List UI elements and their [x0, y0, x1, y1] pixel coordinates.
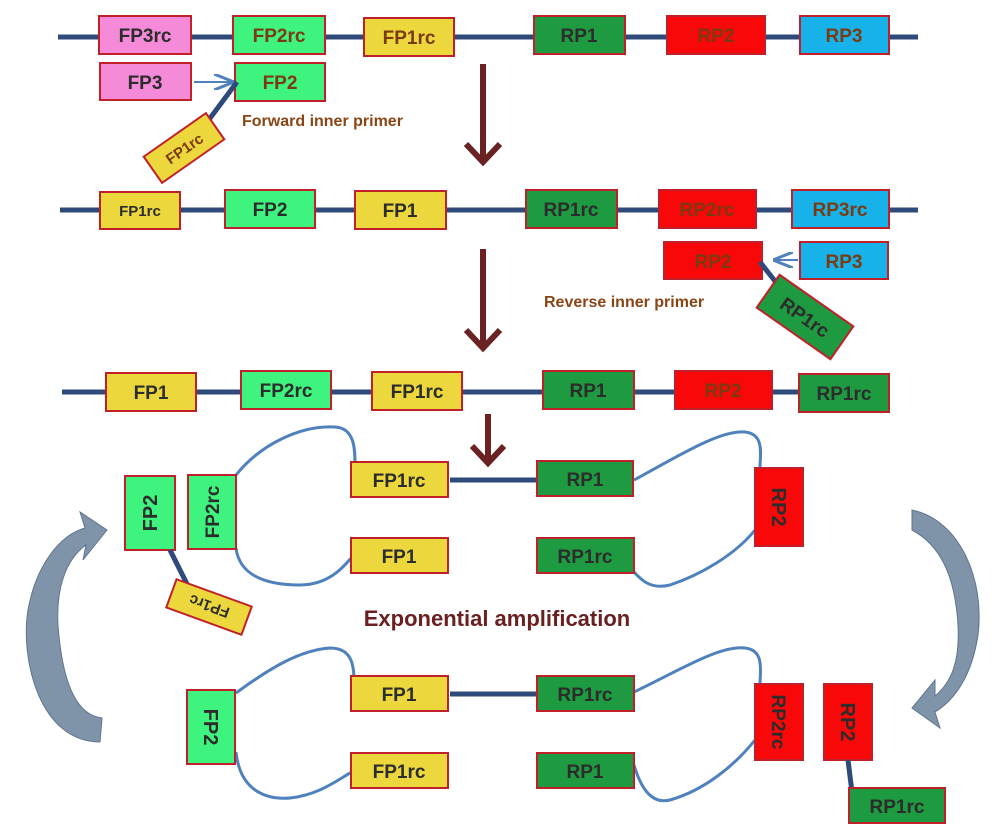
- row1-fp3rc-box: FP3rc: [98, 15, 192, 55]
- row1-fp2rc-box: FP2rc: [232, 15, 326, 55]
- row2-fp1-box: FP1: [354, 190, 447, 230]
- fip-caption: Forward inner primer: [242, 113, 403, 130]
- dumbbell1-fp1rc-box: FP1rc: [350, 461, 449, 498]
- down-arrow-3: [469, 414, 507, 468]
- row2-rp1rc-label: RP1rc: [544, 200, 599, 221]
- row3-rp2-label: RP2: [705, 381, 742, 402]
- row2-rp1rc-box: RP1rc: [525, 189, 618, 229]
- row3-fp1rc-label: FP1rc: [391, 382, 444, 403]
- row1-fp3rc-label: FP3rc: [119, 26, 172, 47]
- dumbbell2-fp1-label: FP1: [382, 685, 417, 706]
- row2-fp1rc-label: FP1rc: [119, 203, 161, 220]
- dumbbell1-fp2-box: FP2: [124, 475, 176, 551]
- fip-fp2-box: FP2: [234, 62, 326, 102]
- dumbbell2-rp2rc-box: RP2rc: [754, 683, 804, 761]
- dumbbell2-rp1rc-label: RP1rc: [558, 685, 613, 706]
- row2-fp2-box: FP2: [224, 189, 316, 229]
- dumbbell1-rp1-label: RP1: [567, 470, 604, 491]
- fip-fp3-label: FP3: [128, 73, 163, 94]
- rip-rp3-label: RP3: [826, 252, 863, 273]
- row3-fp1-box: FP1: [105, 372, 197, 412]
- dumbbell2-fp2-box: FP2: [186, 689, 236, 765]
- row1-rp2-label: RP2: [698, 26, 735, 47]
- row1-fp1rc-box: FP1rc: [363, 17, 455, 57]
- dumbbell1-fp2-label: FP2: [140, 495, 162, 532]
- dumbbell2-rp2-box: RP2: [823, 683, 873, 761]
- rip-caption: Reverse inner primer: [544, 294, 704, 311]
- row2-fp2-label: FP2: [253, 200, 288, 221]
- row3-rp1-box: RP1: [542, 370, 635, 410]
- amplification-caption: Exponential amplification: [364, 606, 630, 631]
- row3-rp1rc-box: RP1rc: [798, 373, 890, 413]
- row1-fp2rc-label: FP2rc: [253, 26, 306, 47]
- cycle-arrow-right: [911, 509, 980, 730]
- row3-fp2rc-box: FP2rc: [240, 370, 332, 410]
- rip-rp3-box: RP3: [799, 241, 889, 280]
- dumbbell2-fp1-box: FP1: [350, 675, 449, 712]
- dumbbell2-rp1-label: RP1: [567, 762, 604, 783]
- row1-rp3-label: RP3: [826, 26, 863, 47]
- fip-fp1rc-box: FP1rc: [142, 111, 226, 185]
- row3-fp2rc-label: FP2rc: [260, 381, 313, 402]
- row1-rp3-box: RP3: [799, 15, 890, 55]
- row2-fp1-label: FP1: [383, 201, 418, 222]
- cycle-arrow-left: [25, 510, 108, 743]
- rip-rp2-box: RP2: [663, 241, 763, 280]
- dumbbell1-fp1rc-label: FP1rc: [373, 471, 426, 492]
- dumbbell2-rp2-label: RP2: [836, 703, 858, 742]
- row3-fp1rc-box: FP1rc: [371, 371, 463, 411]
- dumbbell2-fp2-label: FP2: [199, 709, 221, 746]
- dumbbell1-fp2rc-box: FP2rc: [187, 474, 237, 550]
- dumbbell2-rp1rc-tail-box: RP1rc: [848, 787, 946, 824]
- row2-rp2rc-label: RP2rc: [680, 200, 735, 221]
- dumbbell1-rp1rc-label: RP1rc: [558, 547, 613, 568]
- dumbbell2-rp1rc-tail-label: RP1rc: [870, 797, 925, 818]
- row2-rp3rc-box: RP3rc: [791, 189, 890, 229]
- rip-rp2-label: RP2: [695, 252, 732, 273]
- row2-fp1rc-box: FP1rc: [99, 191, 181, 230]
- dumbbell1-rp2-box: RP2: [754, 467, 804, 547]
- down-arrow-2: [463, 249, 503, 353]
- dumbbell2-rp1-box: RP1: [536, 752, 635, 789]
- fip-fp2-label: FP2: [263, 73, 298, 94]
- dumbbell1-fp1rc-tail-box: FP1rc: [165, 577, 253, 637]
- dumbbell2-rp1rc-box: RP1rc: [536, 675, 635, 712]
- dumbbell2-fp1rc-label: FP1rc: [373, 762, 426, 783]
- dumbbell1-fp1-box: FP1: [350, 537, 449, 574]
- dumbbell1-fp2rc-label: FP2rc: [203, 485, 224, 538]
- row1-rp1-box: RP1: [533, 15, 626, 55]
- row2-rp3rc-label: RP3rc: [813, 200, 868, 221]
- row1-rp1-label: RP1: [561, 26, 598, 47]
- dumbbell2-tail-linker: [845, 759, 855, 793]
- row2-rp2rc-box: RP2rc: [658, 189, 757, 229]
- row3-rp2-box: RP2: [674, 370, 773, 410]
- down-arrow-1: [463, 64, 503, 167]
- row3-rp1-label: RP1: [570, 381, 607, 402]
- dumbbell1-rp1rc-box: RP1rc: [536, 537, 635, 574]
- rip-rp1rc-box: RP1rc: [755, 273, 855, 361]
- row3-fp1-label: FP1: [134, 383, 169, 404]
- dumbbell1-fp1-label: FP1: [382, 547, 417, 568]
- dumbbell1-loops: [234, 425, 763, 588]
- row1-fp1rc-label: FP1rc: [383, 28, 436, 49]
- dumbbell2-fp1rc-box: FP1rc: [350, 752, 449, 789]
- dumbbell2-loops: [234, 646, 763, 803]
- dumbbell2-rp2rc-label: RP2rc: [767, 695, 788, 750]
- fip-fp3-box: FP3: [99, 62, 192, 101]
- dumbbell1-rp2-label: RP2: [767, 488, 789, 527]
- row1-rp2-box: RP2: [666, 15, 766, 55]
- row3-rp1rc-label: RP1rc: [817, 384, 872, 405]
- dumbbell1-rp1-box: RP1: [536, 460, 634, 497]
